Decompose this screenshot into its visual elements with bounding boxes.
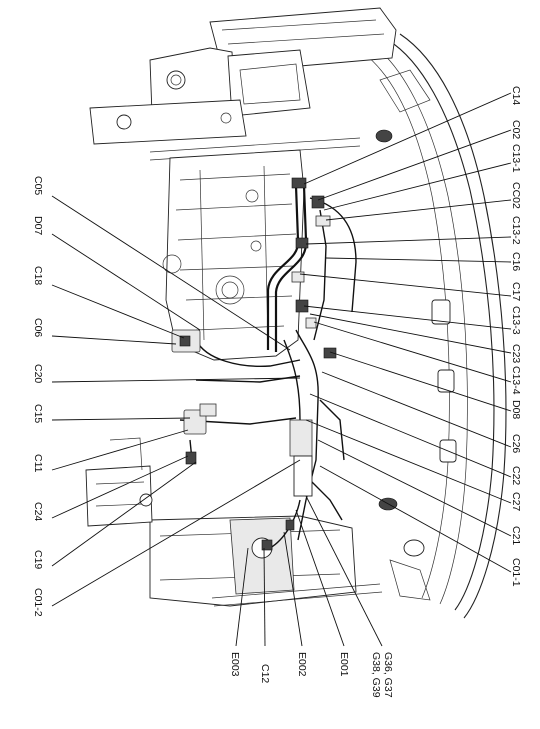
label-c17: C17: [510, 282, 522, 301]
label-c23: C23: [510, 344, 522, 363]
label-c13-2: C13-2: [510, 216, 522, 245]
label-e003: E003: [229, 652, 241, 677]
label-c20: C20: [32, 364, 44, 383]
label-e002: E002: [296, 652, 308, 677]
label-c15: C15: [32, 404, 44, 423]
wiring-harness: [171, 177, 357, 551]
label-c13-3: C13-3: [510, 306, 522, 335]
label-d07: D07: [32, 216, 44, 235]
label-c27: C27: [510, 492, 522, 511]
label-c13-1: C13-1: [510, 144, 522, 173]
label-c01-2: C01-2: [32, 588, 44, 617]
label-c16: C16: [510, 252, 522, 271]
label-c01-1: C01-1: [510, 558, 522, 587]
label-c14: C14: [510, 86, 522, 105]
label-cc02: CC02: [510, 182, 522, 209]
label-g38-g39: G38, G39: [370, 652, 382, 698]
label-c24: C24: [32, 502, 44, 521]
label-c12: C12: [259, 664, 271, 683]
label-c26: C26: [510, 434, 522, 453]
leader-lines: [51, 92, 512, 647]
connector-labels: C14 C02 C13-1 CC02 C13-2 C16 C17 C13-3 C…: [32, 86, 522, 698]
label-c13-4: C13-4: [510, 366, 522, 395]
label-c19: C19: [32, 550, 44, 569]
label-c11: C11: [32, 454, 44, 473]
label-c05: C05: [32, 176, 44, 195]
vehicle-body-structure: [85, 7, 507, 619]
label-g36-g37: G36, G37: [382, 652, 394, 698]
label-d08: D08: [510, 400, 522, 419]
label-e001: E001: [338, 652, 350, 677]
label-c02: C02: [510, 120, 522, 139]
label-c06: C06: [32, 318, 44, 337]
label-c21: C21: [510, 526, 522, 545]
label-c18: C18: [32, 266, 44, 285]
label-c22: C22: [510, 466, 522, 485]
